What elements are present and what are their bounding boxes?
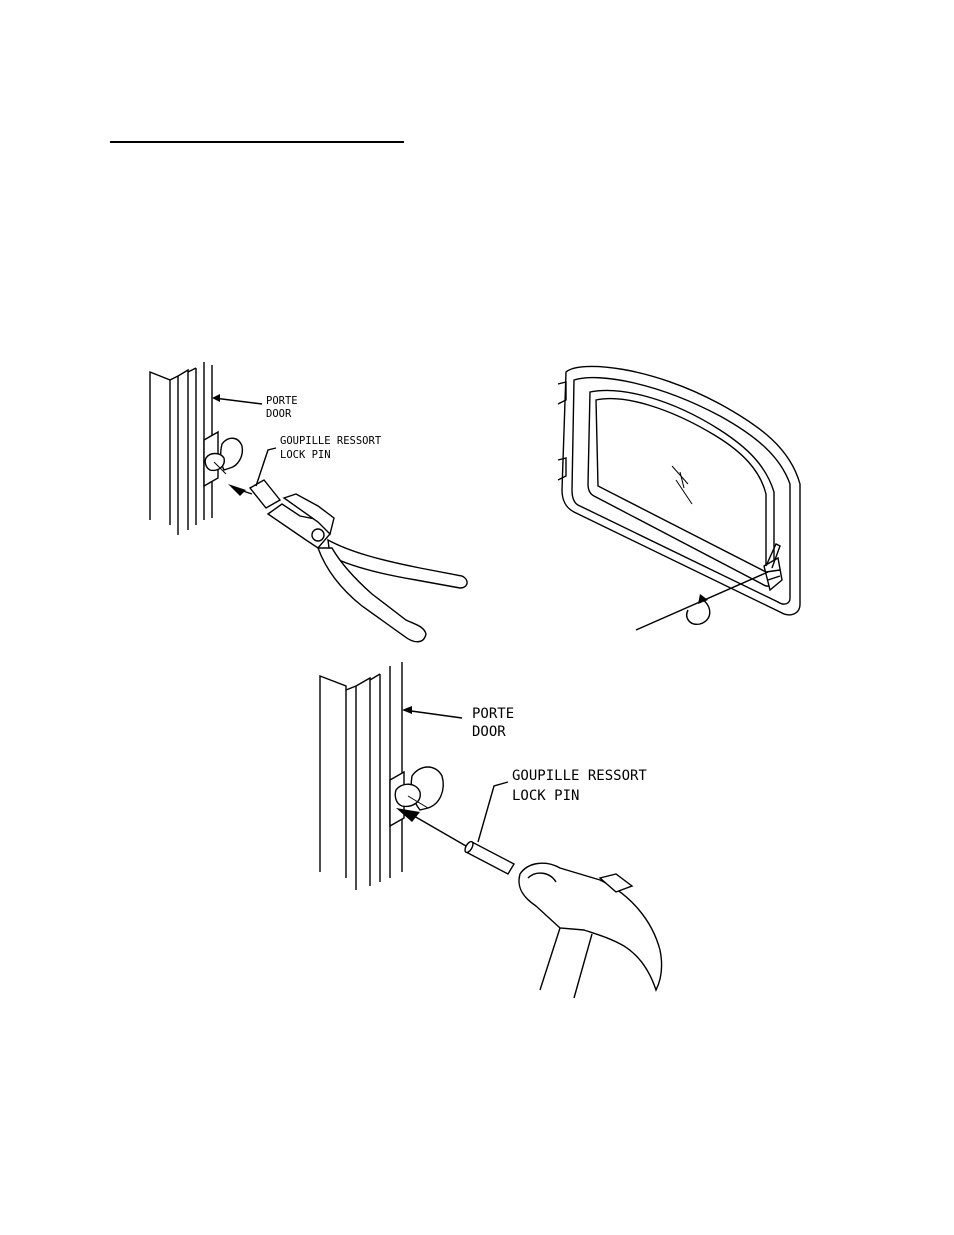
lock-pin-icon [228,479,282,509]
door-frame-icon [149,362,213,535]
door-leader-line [213,397,263,405]
door-frame-icon [319,662,403,890]
pliers-icon [266,493,468,643]
hinge-icon [203,430,244,488]
hammer-icon [518,862,663,999]
door-label-fr: PORTE [266,395,298,407]
rotation-arrow-icon [686,597,711,625]
door-leader-line [403,709,463,719]
door-label-en: DOOR [472,724,506,740]
hinge-icon [389,766,444,828]
lock-pin-icon [396,808,515,875]
pin-leader-line [477,781,509,843]
pin-label-en: LOCK PIN [280,449,331,461]
pin-label-fr: GOUPILLE RESSORT [512,768,647,784]
section-heading-underline [110,141,404,143]
pin-label-fr: GOUPILLE RESSORT [280,435,382,447]
pin-leader-line [255,447,277,487]
latch-handle-icon [763,543,783,592]
door-label-en: DOOR [266,408,292,420]
glass-door-icon [557,365,801,616]
door-label-fr: PORTE [472,706,514,722]
pin-label-en: LOCK PIN [512,788,579,804]
